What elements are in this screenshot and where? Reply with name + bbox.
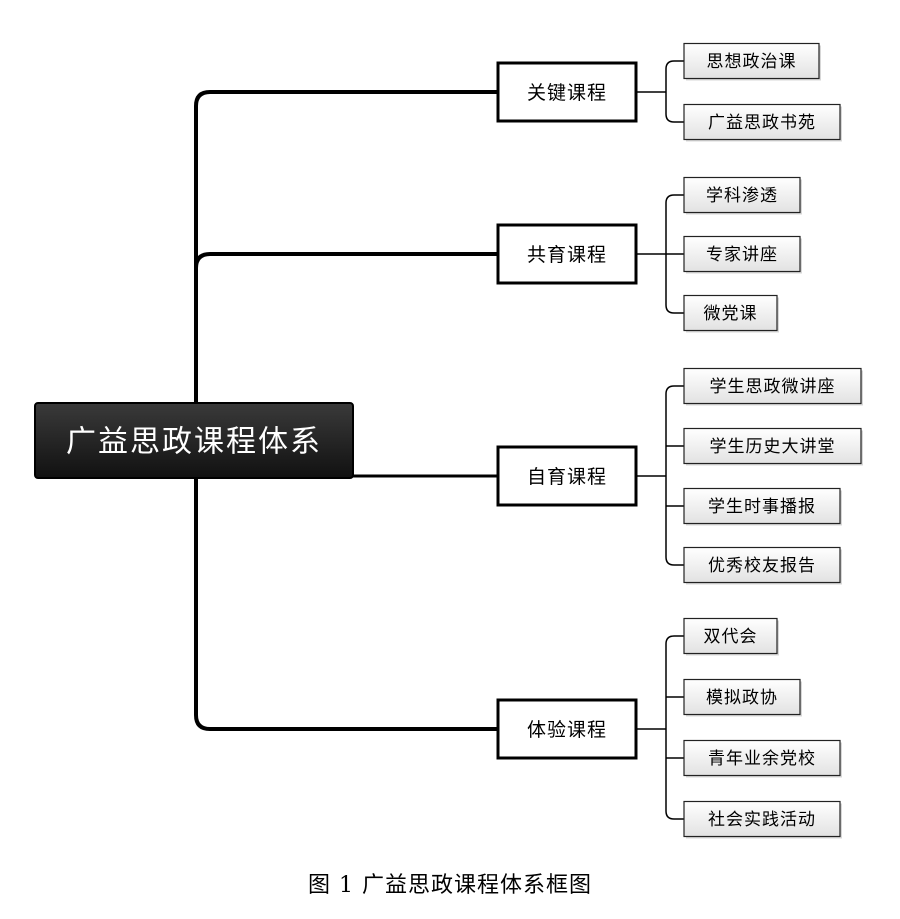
- course-item-label: 学生历史大讲堂: [710, 437, 836, 457]
- course-item-label: 学生思政微讲座: [710, 377, 836, 397]
- course-item: 社会实践活动: [683, 800, 842, 839]
- category-node: 共育课程: [496, 223, 638, 285]
- category-label: 关键课程: [527, 82, 607, 104]
- category-label: 自育课程: [527, 466, 607, 488]
- course-item: 优秀校友报告: [683, 546, 842, 585]
- course-item-label: 社会实践活动: [708, 810, 816, 830]
- course-item: 模拟政协: [683, 678, 802, 717]
- item-bracket: [665, 60, 684, 123]
- root-label: 广益思政课程体系: [66, 425, 322, 460]
- course-item-label: 模拟政协: [706, 688, 778, 708]
- course-item-label: 学科渗透: [706, 186, 778, 206]
- item-bracket: [665, 385, 684, 566]
- course-item: 微党课: [683, 294, 779, 333]
- course-item-label: 广益思政书苑: [708, 113, 816, 133]
- course-item: 学生历史大讲堂: [683, 427, 863, 466]
- root-node: 广益思政课程体系: [34, 402, 354, 479]
- course-item: 学生思政微讲座: [683, 367, 863, 406]
- course-item: 青年业余党校: [683, 739, 842, 778]
- course-item-label: 思想政治课: [707, 52, 797, 72]
- course-item-label: 学生时事播报: [708, 497, 816, 517]
- category-node: 体验课程: [496, 698, 638, 760]
- course-item-label: 优秀校友报告: [708, 556, 816, 576]
- course-item-label: 青年业余党校: [708, 749, 816, 769]
- item-bracket: [665, 635, 684, 820]
- category-node: 关键课程: [496, 61, 638, 123]
- course-item-label: 专家讲座: [706, 245, 778, 265]
- branch-line: [194, 252, 498, 269]
- course-item: 思想政治课: [683, 42, 821, 81]
- course-item: 学科渗透: [683, 176, 802, 215]
- course-item-label: 双代会: [704, 627, 758, 647]
- category-label: 共育课程: [527, 244, 607, 266]
- course-item: 专家讲座: [683, 235, 802, 274]
- figure-caption: 图 1 广益思政课程体系框图: [308, 873, 592, 898]
- category-node: 自育课程: [496, 445, 638, 507]
- course-item: 双代会: [683, 617, 779, 656]
- category-label: 体验课程: [527, 719, 607, 741]
- course-item-label: 微党课: [704, 304, 758, 324]
- course-item: 学生时事播报: [683, 487, 842, 526]
- course-item: 广益思政书苑: [683, 103, 842, 142]
